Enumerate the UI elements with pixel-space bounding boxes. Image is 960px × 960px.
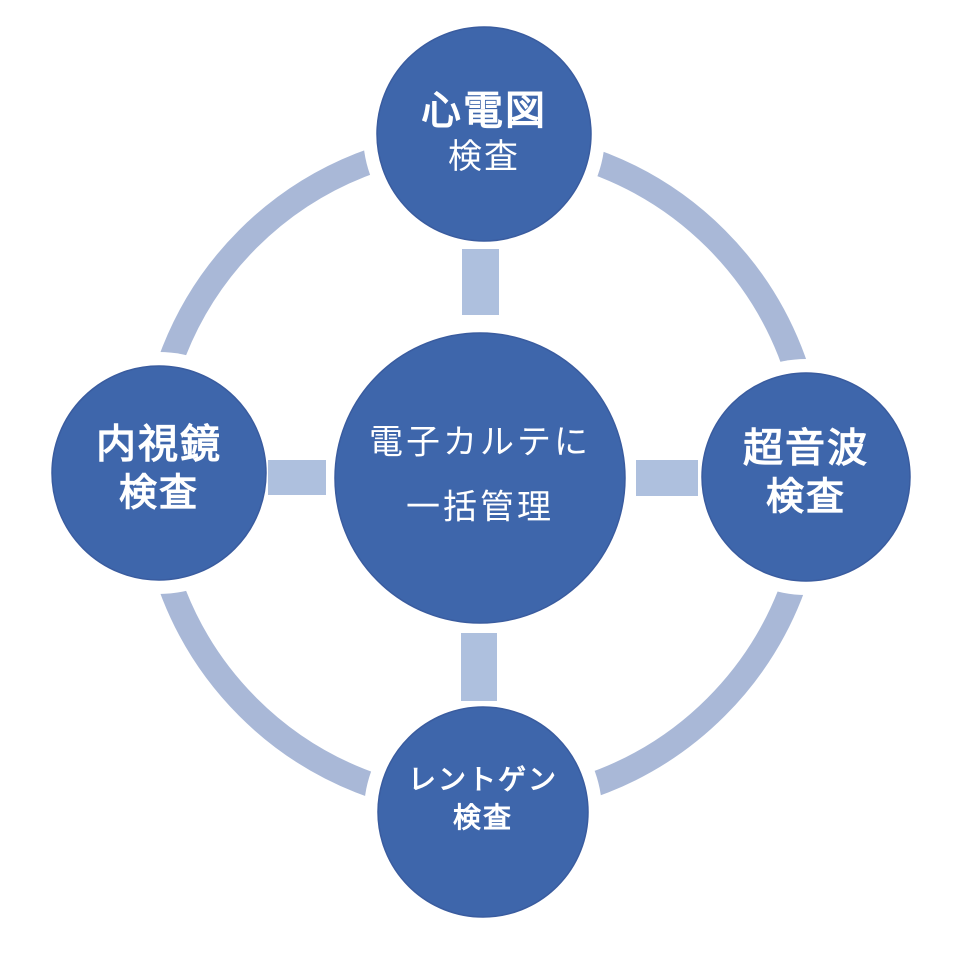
node-circle-xray bbox=[377, 706, 589, 918]
hub-circle-electronic-chart bbox=[334, 332, 626, 624]
connector-top bbox=[462, 249, 499, 315]
node-circle-endoscopy bbox=[51, 365, 267, 581]
connector-bottom bbox=[461, 633, 497, 701]
node-circle-ultrasound bbox=[701, 372, 911, 582]
connector-right bbox=[636, 460, 698, 496]
node-circle-ecg bbox=[376, 26, 592, 242]
connector-left bbox=[268, 460, 326, 495]
